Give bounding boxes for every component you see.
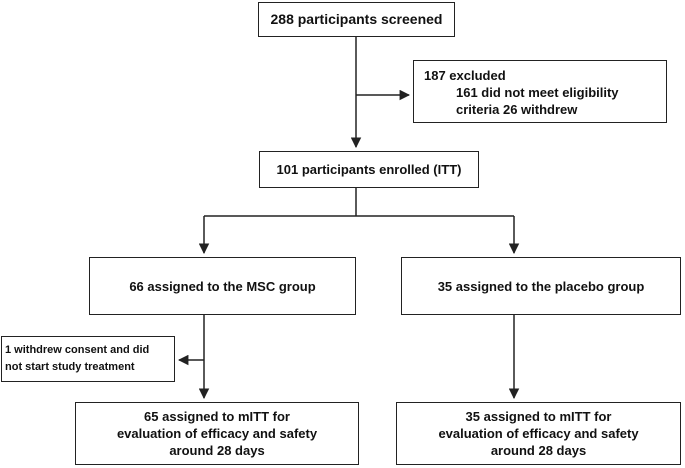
mitt-placebo-line3: around 28 days bbox=[490, 443, 587, 458]
mitt-placebo-box: 35 assigned to mITT for evaluation of ef… bbox=[396, 402, 681, 465]
enrolled-label: 101 participants enrolled (ITT) bbox=[276, 162, 462, 177]
mitt-msc-line3: around 28 days bbox=[169, 443, 265, 458]
msc-group-box: 66 assigned to the MSC group bbox=[89, 257, 356, 315]
withdrew-box: 1 withdrew consent and did not start stu… bbox=[1, 336, 175, 382]
excluded-box: 187 excluded 161 did not meet eligibilit… bbox=[413, 60, 667, 123]
excluded-line1: 161 did not meet eligibility bbox=[456, 85, 619, 100]
excluded-title: 187 excluded bbox=[424, 68, 506, 83]
enrolled-box: 101 participants enrolled (ITT) bbox=[259, 151, 479, 188]
mitt-placebo-line1: 35 assigned to mITT for bbox=[465, 409, 612, 424]
mitt-msc-line2: evaluation of efficacy and safety bbox=[116, 426, 318, 441]
withdrew-line2: not start study treatment bbox=[5, 361, 135, 373]
placebo-group-box: 35 assigned to the placebo group bbox=[401, 257, 681, 315]
screened-label: 288 participants screened bbox=[270, 11, 443, 27]
placebo-group-label: 35 assigned to the placebo group bbox=[437, 278, 645, 294]
mitt-placebo-line2: evaluation of efficacy and safety bbox=[438, 426, 639, 441]
withdrew-line1: 1 withdrew consent and did bbox=[5, 344, 150, 356]
screened-box: 288 participants screened bbox=[258, 2, 455, 37]
mitt-msc-box: 65 assigned to mITT for evaluation of ef… bbox=[75, 402, 359, 465]
excluded-line2: criteria 26 withdrew bbox=[456, 102, 578, 117]
mitt-msc-line1: 65 assigned to mITT for bbox=[144, 409, 290, 424]
msc-group-label: 66 assigned to the MSC group bbox=[129, 278, 316, 294]
